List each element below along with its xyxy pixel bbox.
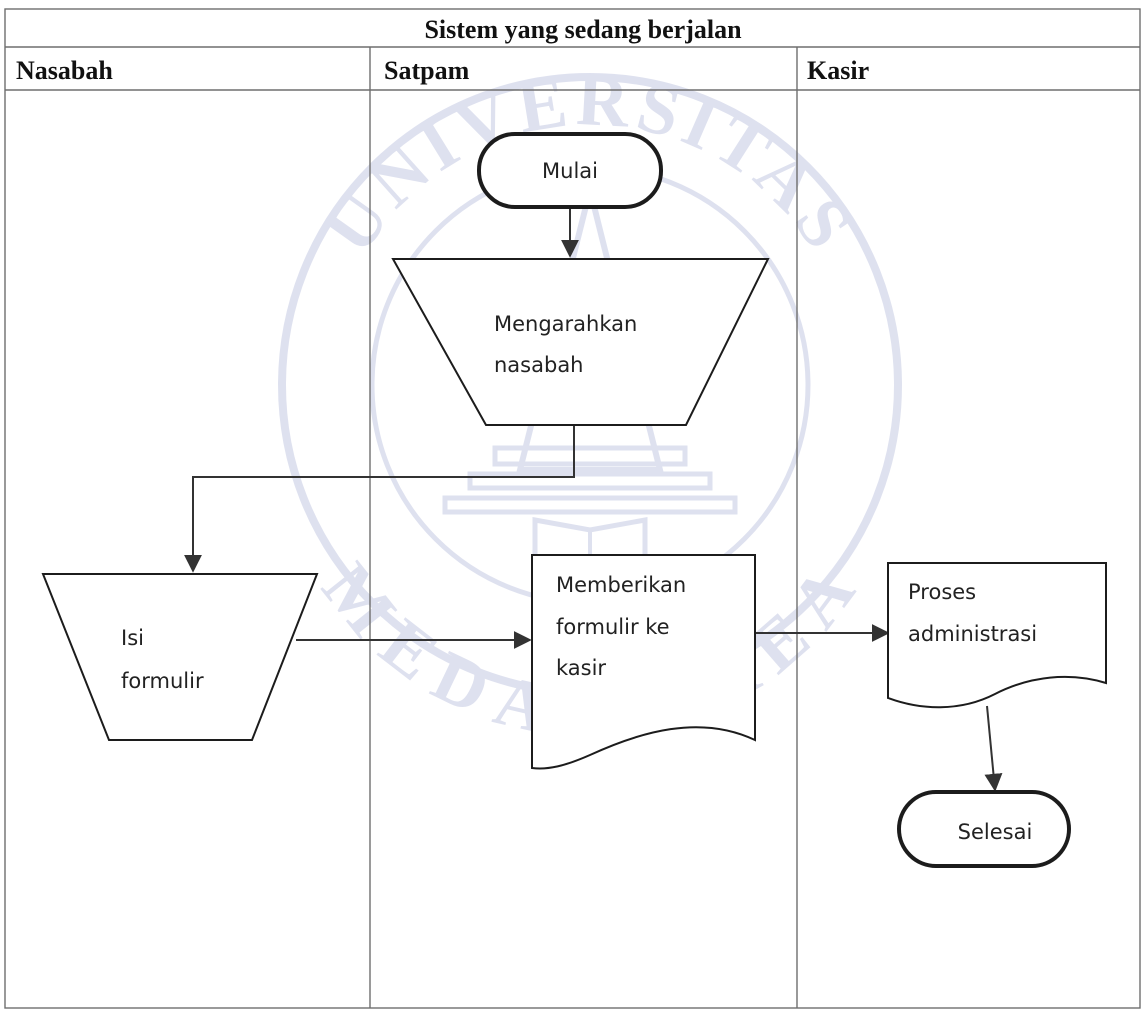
swimlane-grid (4, 8, 1141, 1009)
process-label-line2: administrasi (908, 622, 1037, 646)
direct-label-line2: nasabah (494, 353, 584, 377)
flow-connectors (184, 207, 1003, 792)
lane-header-nasabah: Nasabah (16, 56, 113, 85)
give-label-line2: formulir ke (556, 615, 670, 639)
process-admin-document: Proses administrasi (887, 562, 1107, 709)
start-terminator: Mulai (477, 132, 663, 209)
end-label: Selesai (958, 820, 1033, 844)
give-label-line3: kasir (556, 656, 606, 680)
start-label: Mulai (542, 159, 598, 183)
direct-label-line1: Mengarahkan (494, 312, 637, 336)
fill-form-operation: Isi formulir (41, 573, 319, 741)
lane-header-kasir: Kasir (807, 56, 869, 85)
fill-label-line1: Isi (121, 626, 144, 650)
diagram-title: Sistem yang sedang berjalan (424, 15, 742, 44)
direct-customer-operation: Mengarahkan nasabah (391, 258, 770, 426)
end-terminator: Selesai (897, 790, 1071, 868)
arrow-direct-to-fill (184, 425, 575, 573)
give-label-line1: Memberikan (556, 573, 686, 597)
process-label-line1: Proses (908, 580, 976, 604)
lane-header-satpam: Satpam (384, 56, 470, 85)
fill-label-line2: formulir (121, 669, 204, 693)
give-form-document: Memberikan formulir ke kasir (531, 554, 756, 770)
arrow-process-to-end (984, 705, 1003, 792)
